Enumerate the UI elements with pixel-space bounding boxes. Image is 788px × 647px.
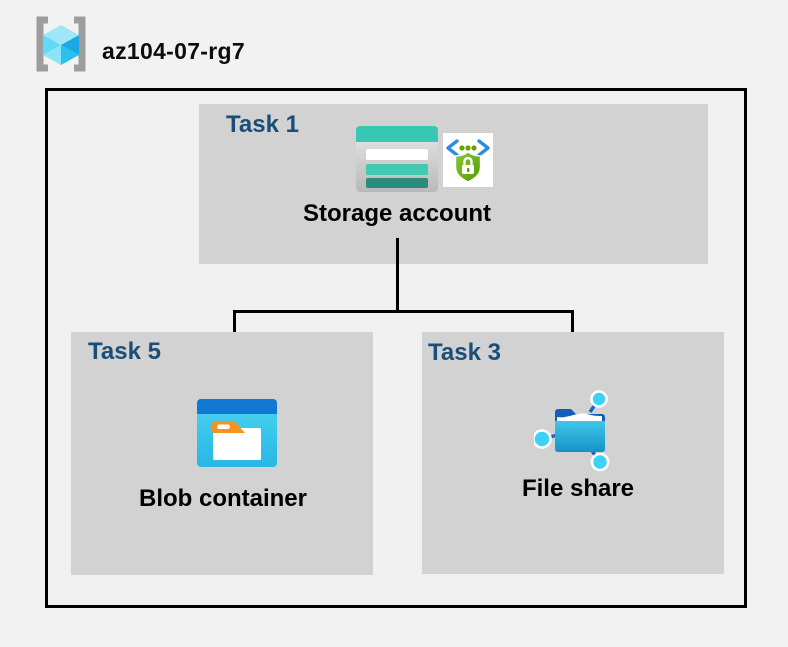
task1-label: Task 1 [226,111,299,138]
blob-container-label: Blob container [138,485,307,512]
file-share-label: File share [521,475,635,502]
storage-account-label: Storage account [302,200,492,227]
task3-label: Task 3 [428,339,501,366]
resource-group-title: az104-07-rg7 [102,38,245,64]
storage-account-icon [356,126,438,192]
file-share-icon [534,390,610,472]
blob-container-icon [197,399,277,467]
connector-storage-down [396,238,399,312]
task3-box [422,332,724,574]
resource-group-icon [36,16,86,72]
task5-label: Task 5 [88,338,161,365]
connector-horizontal [233,310,574,313]
shared-access-signature-icon [443,133,493,187]
